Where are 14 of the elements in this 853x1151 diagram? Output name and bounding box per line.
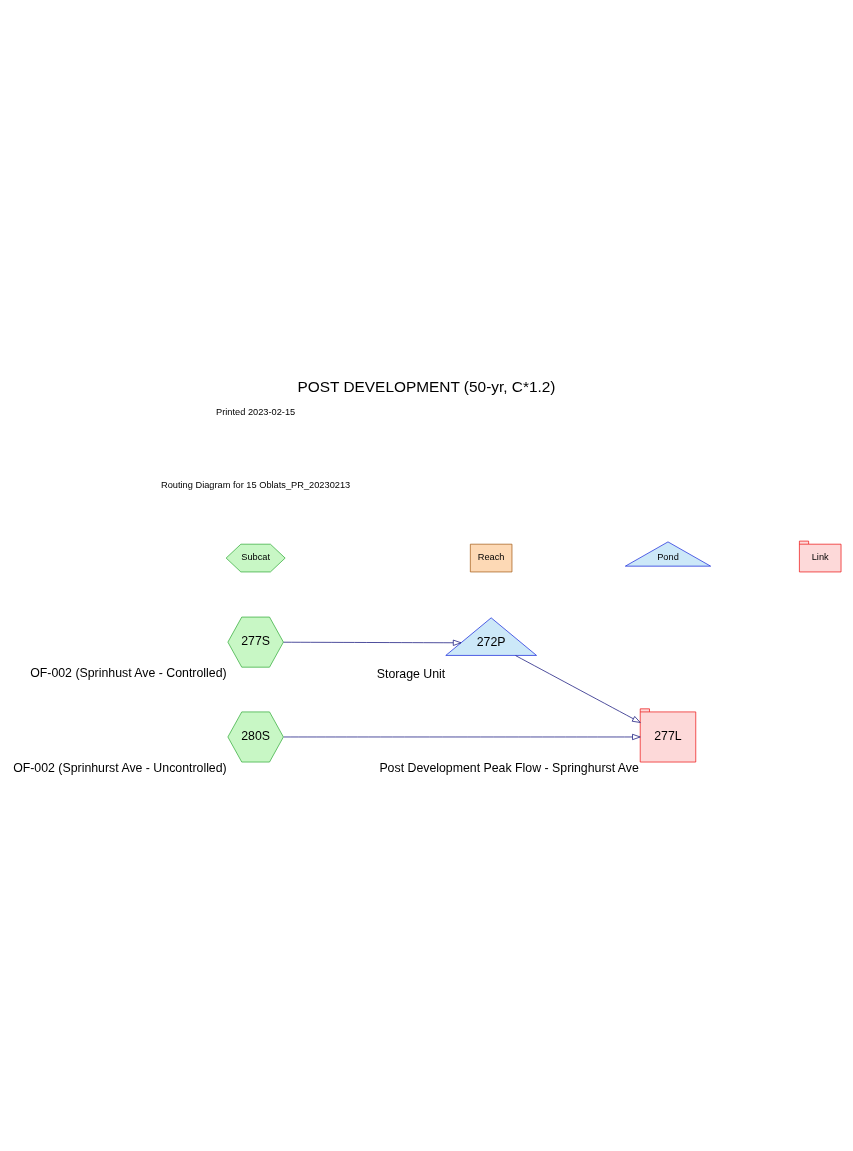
arrow [283,733,641,740]
node-label: OF-002 (Sprinhust Ave - Controlled) [30,665,227,680]
diagram-title: POST DEVELOPMENT (50-yr, C*1.2) [297,377,556,395]
legend-label: Reach [477,551,505,562]
label: Printed 2023-02-15 [216,406,296,417]
node-label: Post Development Peak Flow - Springhurst Ave [379,760,639,775]
legend-label: Subcat [241,551,271,562]
node-label: Storage Unit [376,666,446,681]
legend-label: Link [811,551,829,562]
arrow [283,639,462,646]
node-label: OF-002 (Sprinhurst Ave - Uncontrolled) [13,760,227,775]
label: Routing Diagram for 15 Oblats_PR_20230213 [161,479,351,490]
arrow [515,654,641,723]
legend-label: Pond [657,551,679,562]
